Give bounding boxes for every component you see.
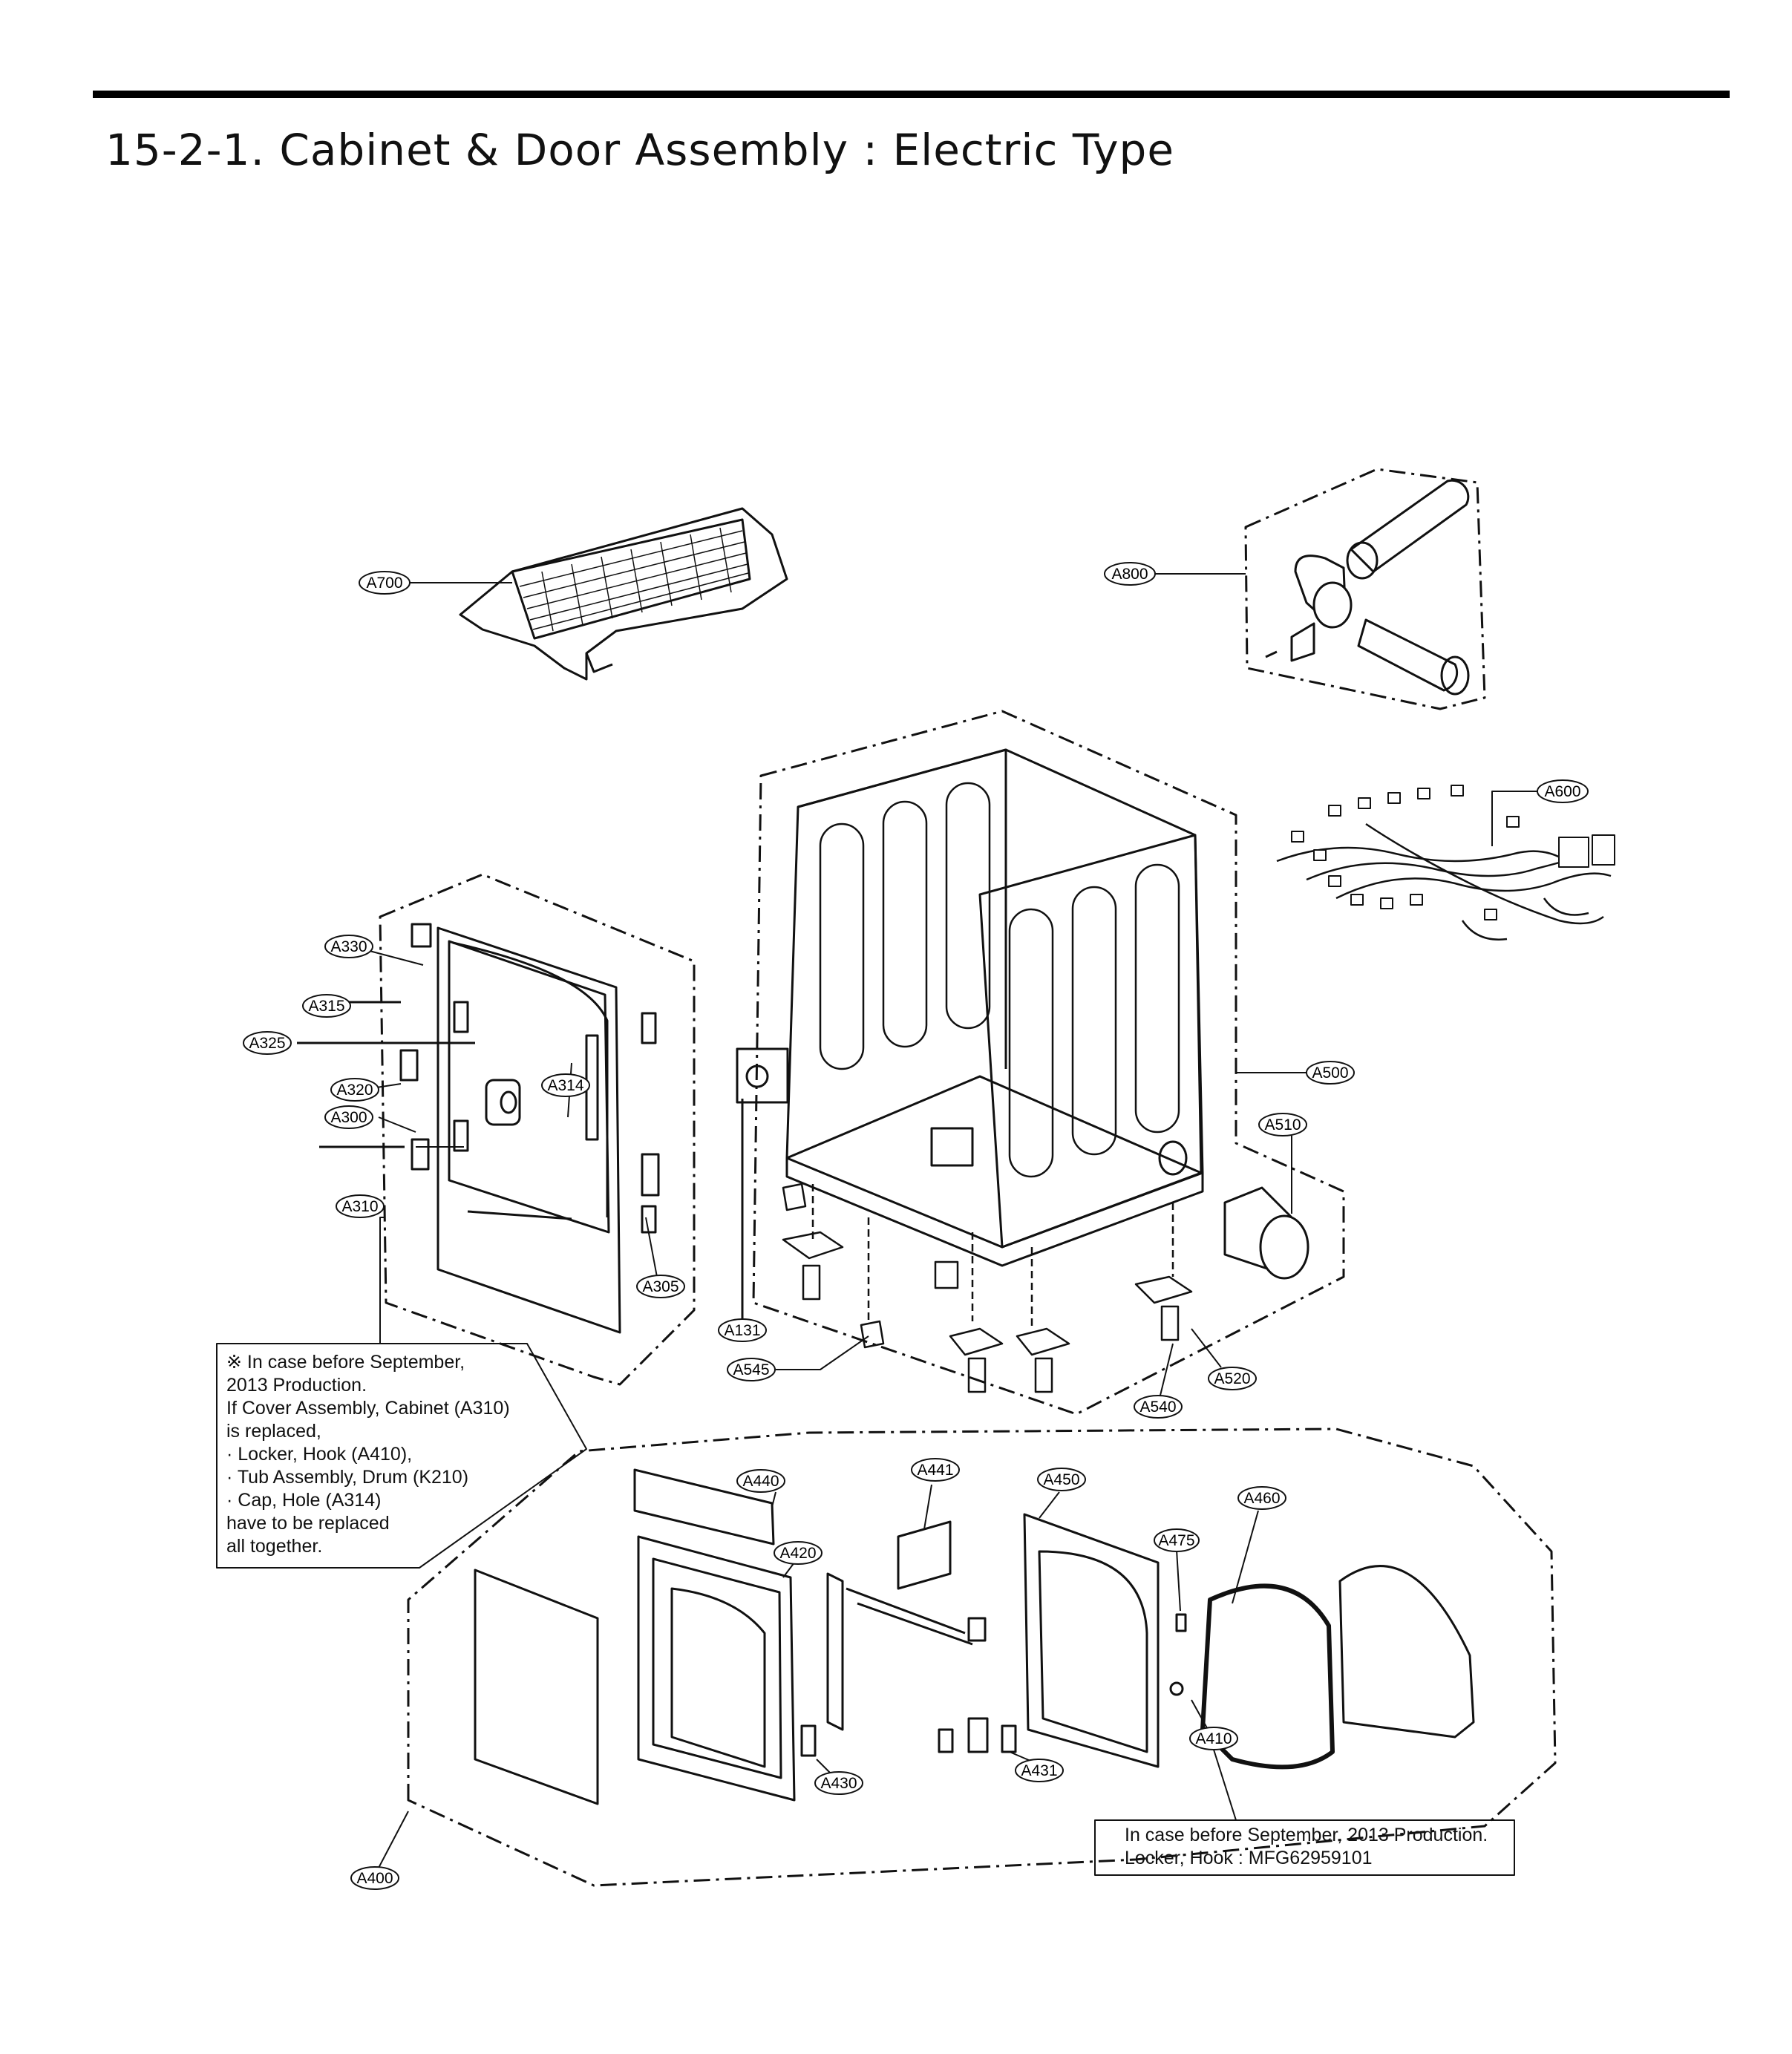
callout-label: A700 (366, 575, 402, 592)
callout-label: A300 (330, 1109, 367, 1126)
note-line: · Locker, Hook (A410), (226, 1444, 413, 1465)
callout-label: A400 (356, 1870, 393, 1887)
callout-label: A460 (1243, 1490, 1280, 1507)
callout-A431[interactable]: A431 (1015, 1759, 1064, 1782)
callout-label: A131 (724, 1322, 760, 1339)
front-cover-cabinet (297, 873, 696, 1386)
callout-A460[interactable]: A460 (1237, 1486, 1286, 1510)
note-line: 2013 Production. (226, 1375, 367, 1396)
note-line: In case before September, 2013 Productio… (1125, 1825, 1488, 1845)
note-line: have to be replaced (226, 1513, 390, 1534)
note-line: · Tub Assembly, Drum (K210) (226, 1467, 469, 1488)
wire-harness (1276, 785, 1615, 941)
callout-label: A314 (547, 1077, 583, 1094)
callout-A314[interactable]: A314 (541, 1073, 590, 1097)
callout-label: A441 (917, 1462, 953, 1479)
callout-label: A325 (249, 1035, 285, 1052)
callout-A300[interactable]: A300 (324, 1105, 373, 1129)
note-right-box (1094, 1819, 1515, 1876)
callout-label: A310 (341, 1198, 378, 1215)
callout-label: A450 (1043, 1471, 1079, 1488)
callout-A600[interactable]: A600 (1537, 779, 1589, 803)
callout-label: A431 (1021, 1762, 1057, 1779)
callout-A475[interactable]: A475 (1154, 1528, 1200, 1552)
note-right: In case before September, 2013 Productio… (1125, 1824, 1488, 1870)
callout-label: A800 (1111, 566, 1148, 583)
callout-A440[interactable]: A440 (736, 1469, 785, 1493)
callout-A540[interactable]: A540 (1134, 1395, 1183, 1419)
callout-A410[interactable]: A410 (1189, 1727, 1238, 1750)
callout-label: A410 (1195, 1730, 1232, 1747)
callout-label: A475 (1158, 1532, 1194, 1549)
callout-A420[interactable]: A420 (774, 1541, 823, 1565)
callout-label: A420 (779, 1545, 816, 1562)
callout-label: A510 (1264, 1116, 1301, 1134)
callout-A510[interactable]: A510 (1258, 1113, 1307, 1136)
callout-label: A330 (330, 938, 367, 955)
exhaust-duct-kit (1244, 468, 1486, 710)
bracket-a131 (736, 1047, 789, 1321)
note-line: If Cover Assembly, Cabinet (A310) (226, 1398, 510, 1419)
callout-A800[interactable]: A800 (1104, 562, 1156, 586)
callout-A520[interactable]: A520 (1208, 1367, 1257, 1390)
callout-A320[interactable]: A320 (330, 1078, 379, 1102)
door-assembly (407, 1427, 1557, 1887)
exhaust-duct-outlet (1223, 1186, 1309, 1280)
cabinet-main (752, 710, 1345, 1416)
note-line: all together. (226, 1536, 323, 1557)
callout-label: A540 (1139, 1399, 1176, 1416)
callout-A400[interactable]: A400 (350, 1866, 399, 1890)
callout-label: A430 (820, 1775, 857, 1792)
callout-A315[interactable]: A315 (302, 994, 351, 1018)
callout-A500[interactable]: A500 (1306, 1061, 1355, 1085)
callout-label: A500 (1312, 1064, 1348, 1082)
note-line: ※ In case before September, (226, 1352, 465, 1373)
top-grille-tray (459, 507, 788, 681)
page-title: 15-2-1. Cabinet & Door Assembly : Electr… (105, 125, 1175, 175)
note-left: ※ In case before September, 2013 Product… (226, 1351, 510, 1558)
callout-A700[interactable]: A700 (359, 571, 411, 595)
callout-label: A315 (308, 998, 344, 1015)
callout-A305[interactable]: A305 (636, 1275, 685, 1298)
callout-A545[interactable]: A545 (727, 1358, 776, 1381)
callout-A441[interactable]: A441 (911, 1458, 960, 1482)
callout-A330[interactable]: A330 (324, 935, 373, 958)
callout-A131[interactable]: A131 (718, 1318, 767, 1342)
callout-A430[interactable]: A430 (814, 1771, 863, 1795)
callout-A310[interactable]: A310 (336, 1194, 385, 1218)
callout-label: A520 (1214, 1370, 1250, 1387)
callout-label: A305 (642, 1278, 678, 1295)
note-line: is replaced, (226, 1421, 321, 1442)
callout-label: A440 (742, 1473, 779, 1490)
callout-A325[interactable]: A325 (243, 1031, 292, 1055)
header-rule (93, 91, 1730, 98)
callout-label: A320 (336, 1082, 373, 1099)
callout-A450[interactable]: A450 (1037, 1468, 1086, 1491)
note-left-box (216, 1343, 587, 1569)
note-line: · Cap, Hole (A314) (226, 1490, 382, 1511)
callout-label: A600 (1544, 783, 1580, 800)
callout-label: A545 (733, 1361, 769, 1378)
note-line: Locker, Hook : MFG62959101 (1125, 1848, 1373, 1868)
